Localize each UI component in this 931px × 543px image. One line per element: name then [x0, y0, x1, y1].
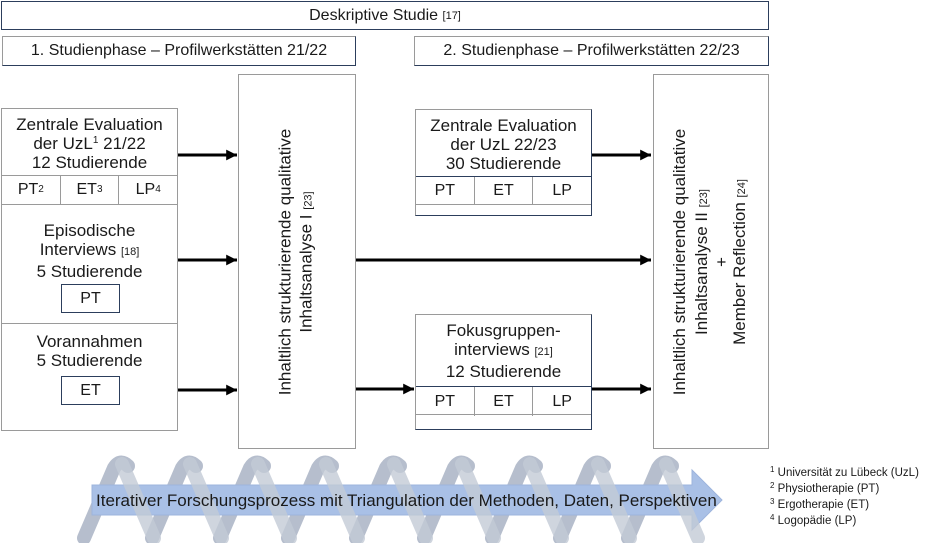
legend-item: 4 Logopädie (LP)	[770, 513, 857, 528]
phase1-vorannahmen-box: Vorannahmen 5 Studierende ET	[1, 323, 178, 431]
cell-lp: LP	[532, 177, 591, 205]
coil-front-strand	[455, 457, 501, 543]
zentrale-line2: der UzL	[33, 134, 93, 153]
vorannahmen-line2: 5 Studierende	[36, 351, 143, 370]
footnote-legend: 1 Universität zu Lübeck (UzL) 2 Physioth…	[770, 465, 919, 529]
vorannahmen-line1: Vorannahmen	[36, 332, 143, 351]
coil-front-strand	[387, 457, 433, 543]
zentrale2-line3: 30 Studierende	[445, 154, 562, 173]
cell-et: ET	[473, 177, 533, 205]
episodisch-line2: Interviews	[39, 240, 117, 259]
zentrale-line1: Zentrale Evaluation	[16, 115, 163, 134]
coil-front-strand	[659, 457, 705, 543]
cell-pt: PT	[434, 182, 456, 199]
phase1-analysis-box: Inhaltlich strukturierende qualitative I…	[238, 74, 356, 449]
vorannahmen-tag-et: ET	[61, 376, 120, 405]
episodisch-tag-pt: PT	[61, 284, 120, 313]
phase1-zentrale-box: Zentrale Evaluation der UzL1 21/22 12 St…	[1, 108, 178, 214]
study-ref: [17]	[442, 9, 461, 22]
coil-front-strand	[523, 457, 569, 543]
footnote-1-marker: 1	[92, 135, 99, 146]
episodisch-line3: 5 Studierende	[36, 262, 143, 281]
legend-item: 2 Physiotherapie (PT)	[770, 481, 880, 496]
episodisch-ref: [18]	[120, 246, 140, 258]
phase2-fokus-box: Fokusgruppen- interviews [21] 12 Studier…	[415, 314, 592, 430]
study-header: Deskriptive Studie [17]	[1, 1, 769, 30]
phase2-zentrale-box: Zentrale Evaluation der UzL 22/23 30 Stu…	[415, 109, 592, 216]
coil-front-strand	[251, 457, 297, 543]
study-title: Deskriptive Studie	[309, 6, 439, 24]
coil-front-strand	[591, 457, 637, 543]
zentrale2-line1: Zentrale Evaluation	[430, 116, 577, 135]
zentrale-year: 21/22	[98, 134, 146, 153]
legend-item: 1 Universität zu Lübeck (UzL)	[770, 465, 919, 480]
fokus-line1: Fokusgruppen-	[446, 321, 561, 340]
phase-2-header: 2. Studienphase – Profilwerkstätten 22/2…	[414, 36, 769, 66]
cell-lp: LP	[532, 387, 591, 416]
coil-front-strand	[115, 457, 161, 543]
cell-et: ET	[473, 387, 533, 416]
fokus-line2: interviews	[454, 340, 530, 359]
zentrale-line3: 12 Studierende	[31, 153, 148, 172]
fokus-line3: 12 Studierende	[445, 362, 562, 381]
phase-1-header: 1. Studienphase – Profilwerkstätten 21/2…	[2, 36, 356, 66]
fokus-ref: [21]	[534, 346, 553, 358]
phase2-analysis-box: Inhaltlich strukturierende qualitative I…	[653, 74, 769, 449]
coil-front-strand	[319, 457, 365, 543]
phase1-episodisch-box: Episodische Interviews [18] 5 Studierend…	[1, 207, 178, 325]
legend-item: 3 Ergotherapie (ET)	[770, 497, 870, 512]
cell-pt: PT	[434, 392, 456, 410]
zentrale2-line2: der UzL 22/23	[450, 135, 557, 154]
episodisch-line1: Episodische	[43, 221, 136, 240]
process-arrow-label: Iterativer Forschungsprozess mit Triangu…	[96, 491, 717, 510]
coil-front-strand	[183, 457, 229, 543]
